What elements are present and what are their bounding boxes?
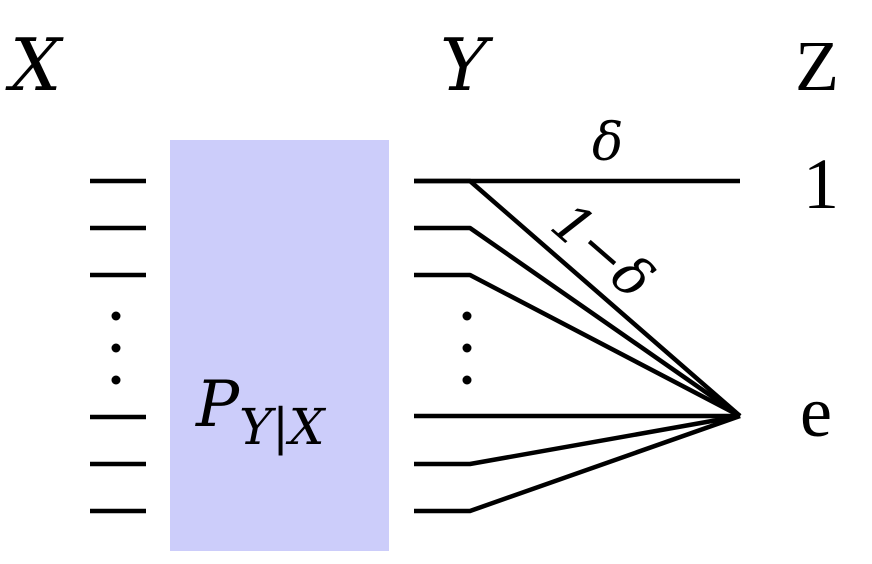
channel-label-subscript: Y|X [239, 398, 327, 456]
x-header: X [5, 23, 64, 107]
input-lines [90, 178, 146, 514]
input-dots [111, 311, 121, 385]
output-line-to-erasure [414, 225, 742, 418]
channel-label-main: P [195, 368, 240, 442]
output-line-to-erasure [414, 178, 742, 418]
output-line-to-erasure [414, 272, 742, 418]
delta-label: δ [592, 113, 623, 173]
one-minus-delta-label: 1−δ [539, 190, 665, 311]
channel-label: PY|X [195, 368, 327, 456]
output-line-to-erasure [414, 413, 741, 467]
output-dots [462, 311, 472, 385]
output-erasure-label: e [800, 372, 832, 452]
z-header: Z [795, 26, 839, 106]
channel-box [170, 140, 389, 551]
output-one-label: 1 [803, 144, 839, 224]
y-header: Y [440, 23, 494, 107]
output-lines [414, 178, 742, 514]
output-line-to-erasure [414, 413, 741, 514]
